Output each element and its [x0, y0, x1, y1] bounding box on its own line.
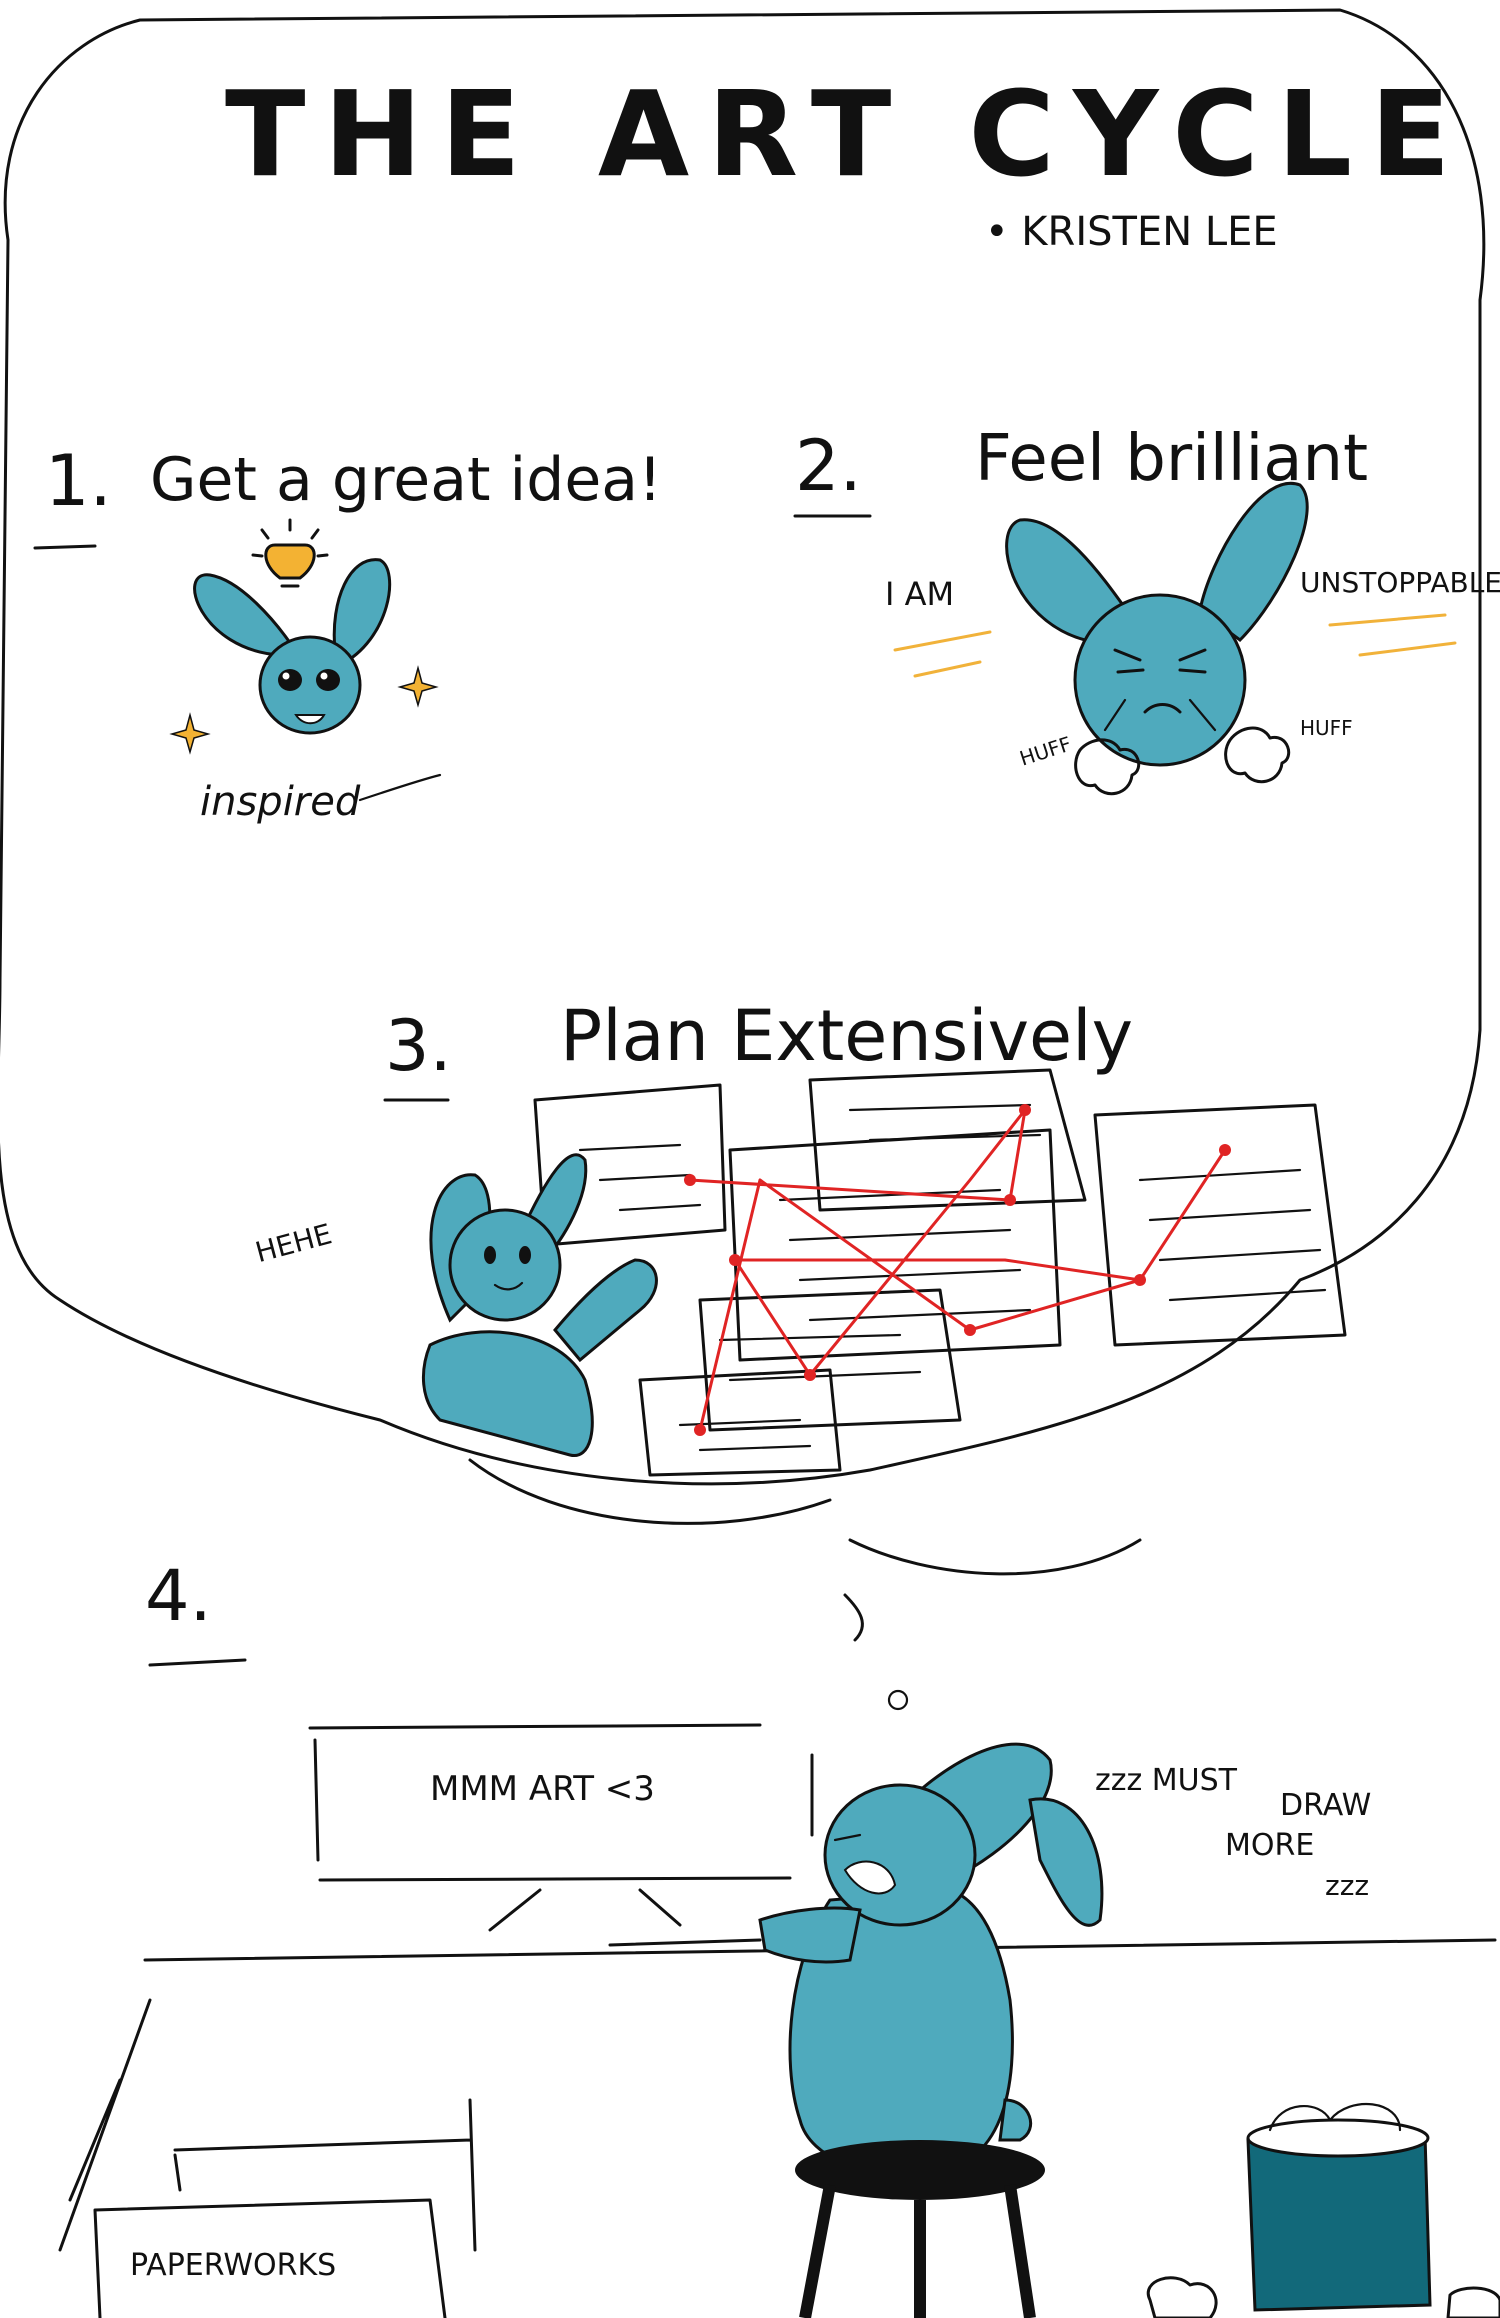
step2-puff-left: HUFF — [1017, 732, 1075, 771]
plan-nodes — [684, 1104, 1231, 1436]
step4-underline — [148, 1658, 247, 1667]
step1-underline — [33, 544, 97, 550]
energy-lines — [893, 613, 1457, 678]
sparkle-icon — [169, 712, 211, 755]
paperworks-box — [93, 2098, 477, 2318]
lightbulb-icon — [251, 518, 329, 588]
paperworks-label: PAPERWORKS — [130, 2248, 336, 2283]
thought-cloud — [0, 8, 1486, 1486]
bunny-planning — [421, 1153, 658, 1458]
page-title: THE ART CYCLE — [225, 65, 1469, 203]
step2-heading: Feel brilliant — [975, 422, 1368, 496]
bunny-brilliant — [1005, 481, 1309, 767]
bunny-inspired — [193, 558, 392, 735]
step3-number: 3. — [385, 1005, 452, 1087]
cloud-bump — [848, 1538, 1142, 1576]
step4-number: 4. — [145, 1555, 212, 1637]
cloud-bump — [468, 1458, 832, 1525]
author-credit: • KRISTEN LEE — [985, 209, 1278, 255]
tablet-pen — [608, 1938, 762, 1947]
step2-right-text: UNSTOPPABLE — [1300, 566, 1500, 599]
sleep-text-2: DRAW — [1280, 1788, 1371, 1823]
step2-left-text: I AM — [885, 575, 954, 613]
puff-cloud — [1224, 726, 1291, 784]
planning-papers — [533, 1068, 1347, 1477]
thought-bubble-tail — [843, 1593, 864, 1642]
desk-leg — [58, 1998, 152, 2252]
step2-puff-right: HUFF — [1300, 716, 1353, 740]
step2-number: 2. — [795, 425, 862, 507]
step1-caption: inspired — [200, 779, 361, 825]
sparkle-icon — [397, 665, 439, 708]
crumpled-paper — [1146, 2276, 1500, 2318]
step3-heading: Plan Extensively — [560, 995, 1133, 1077]
monitor — [308, 1723, 814, 1932]
step1-heading: Get a great idea! — [150, 445, 662, 515]
plan-connection-line — [688, 1108, 1227, 1432]
sleep-text-3: MORE — [1225, 1828, 1314, 1863]
monitor-text: MMM ART <3 — [430, 1769, 655, 1809]
sleep-text-4: zzz — [1325, 1869, 1369, 1902]
bunny-sleeping — [758, 1742, 1104, 2175]
thought-bubble-dot — [887, 1689, 909, 1711]
sleep-text-1: zzz MUST — [1095, 1763, 1238, 1798]
caption-swoosh — [358, 773, 442, 802]
step3-aside: HEHE — [252, 1217, 335, 1269]
wastebin-icon — [1246, 2102, 1432, 2312]
stool — [795, 2140, 1045, 2318]
step1-number: 1. — [45, 440, 112, 522]
puff-cloud — [1074, 738, 1141, 796]
